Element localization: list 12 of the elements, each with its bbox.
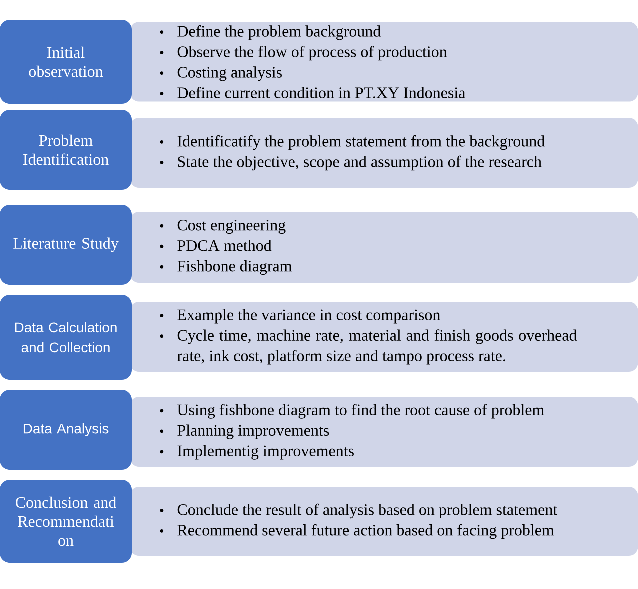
stage-box: Conclusion and Recommendati on xyxy=(0,480,132,563)
bullet-band: Cost engineering PDCA method Fishbone diagram xyxy=(130,212,638,283)
bullet-band: Conclude the result of analysis based on problem statement Recommend several future action based on facing problem xyxy=(130,487,638,556)
stage-box: Data Analysis xyxy=(0,390,132,470)
stage-box: Literature Study xyxy=(0,205,132,285)
stage-box: Initial observation xyxy=(0,20,132,104)
stage-box: Data Calculation and Collection xyxy=(0,295,132,380)
bullet-band: Identificatify the problem statement from the background State the objective, scope and assumption of the research xyxy=(130,118,638,188)
bullet-band: Define the problem background Observe the flow of process of production Costing analysis Define current condition in PT.XY Indonesia xyxy=(130,22,638,102)
bullet-band: Example the variance in cost comparison Cycle time, machine rate, material and finish goods overhead rate, ink cost, platform size and tampo process rate. xyxy=(130,302,638,372)
bullet-band: Using fishbone diagram to find the root cause of problem Planning improvements Implementig improvements xyxy=(130,397,638,467)
stage-box: Problem Identification xyxy=(0,110,132,190)
